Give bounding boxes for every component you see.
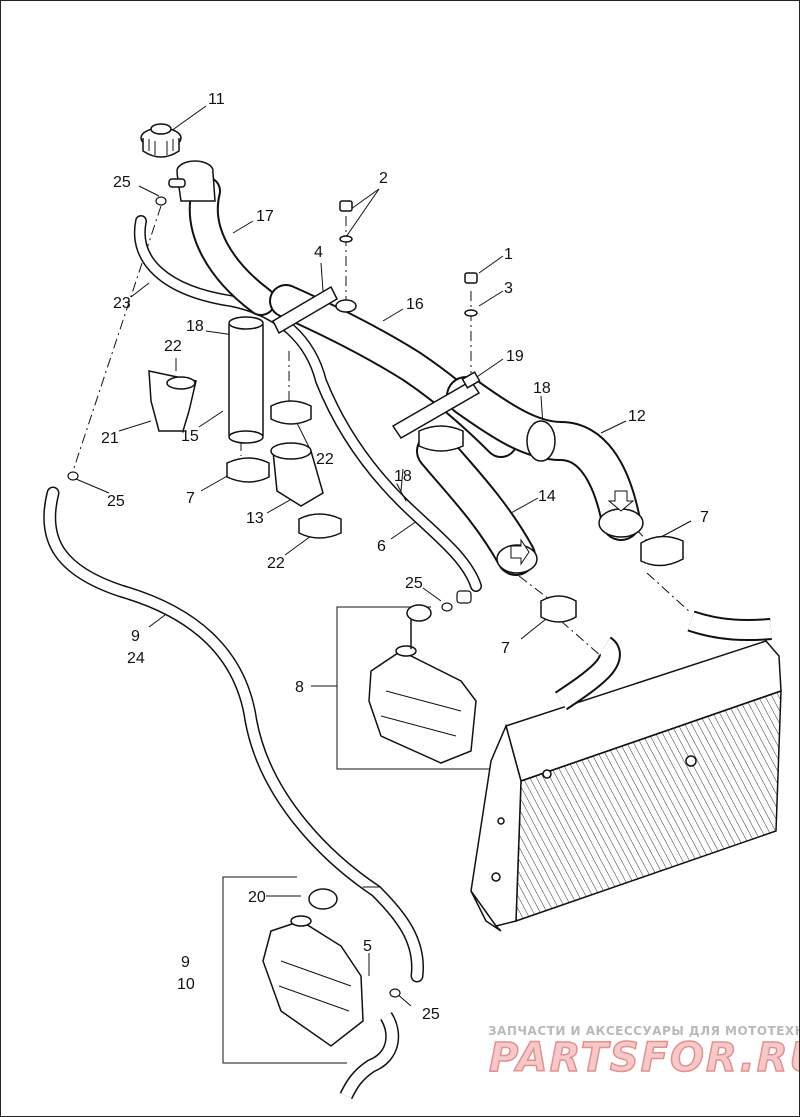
callout-8: 8 [295,679,304,696]
callout-7: 7 [186,490,195,507]
callout-25: 25 [107,493,125,510]
callout-18: 18 [394,468,412,485]
callout-12: 12 [628,408,646,425]
callout-25: 25 [405,575,423,592]
callout-16: 16 [406,296,424,313]
callout-7: 7 [700,509,709,526]
callout-21: 21 [101,430,119,447]
watermark: ЗАПЧАСТИ И АКСЕССУАРЫ ДЛЯ МОТОТЕХНИКИ PA… [488,1024,800,1082]
callout-22: 22 [316,451,334,468]
radiator-cap [140,123,182,158]
callout-5: 5 [363,938,372,955]
elbow-hose [270,442,324,507]
callout-13: 13 [246,510,264,527]
small-fittings [67,196,472,998]
overflow-hose [43,486,425,983]
strap-brackets [272,285,481,440]
filler-neck-hose [188,176,276,316]
filler-neck [168,160,216,202]
short-hose [228,316,264,444]
coolant-reservoir-lower [262,888,400,1100]
bolts-and-washers [335,200,478,317]
callout-20: 20 [248,889,266,906]
callout-24: 24 [127,650,145,667]
callout-1: 1 [504,246,513,263]
upper-hose [446,376,644,541]
callout-4: 4 [314,244,323,261]
funnel-bracket [148,370,197,432]
callout-11: 11 [208,91,225,108]
callout-7: 7 [501,640,510,657]
callout-25: 25 [422,1006,440,1023]
assembly-brackets [222,606,501,1064]
vent-hose [133,215,482,592]
callout-18: 18 [186,318,204,335]
callout-22: 22 [164,338,182,355]
callout-17: 17 [256,208,274,225]
callout-19: 19 [506,348,524,365]
coolant-reservoir-upper [368,604,477,764]
callout-labels: 11 25 17 2 4 1 3 16 23 22 18 19 18 12 21… [101,91,709,1023]
callout-23: 23 [113,295,131,312]
callout-18: 18 [533,380,551,397]
callout-3: 3 [504,280,513,297]
callout-22: 22 [267,555,285,572]
callout-14: 14 [538,488,556,505]
callout-2: 2 [379,170,388,187]
callout-10: 10 [177,976,195,993]
hose-clamps [226,400,684,623]
callout-15: 15 [181,428,199,445]
callout-6: 6 [377,538,386,555]
lower-hose [416,431,538,576]
radiator [470,610,782,932]
watermark-logo: PARTSFOR.RU [489,1035,800,1081]
callout-9: 9 [181,954,190,971]
callout-9: 9 [131,628,140,645]
watermark-tagline: ЗАПЧАСТИ И АКСЕССУАРЫ ДЛЯ МОТОТЕХНИКИ [488,1024,800,1038]
callout-25: 25 [113,174,131,191]
